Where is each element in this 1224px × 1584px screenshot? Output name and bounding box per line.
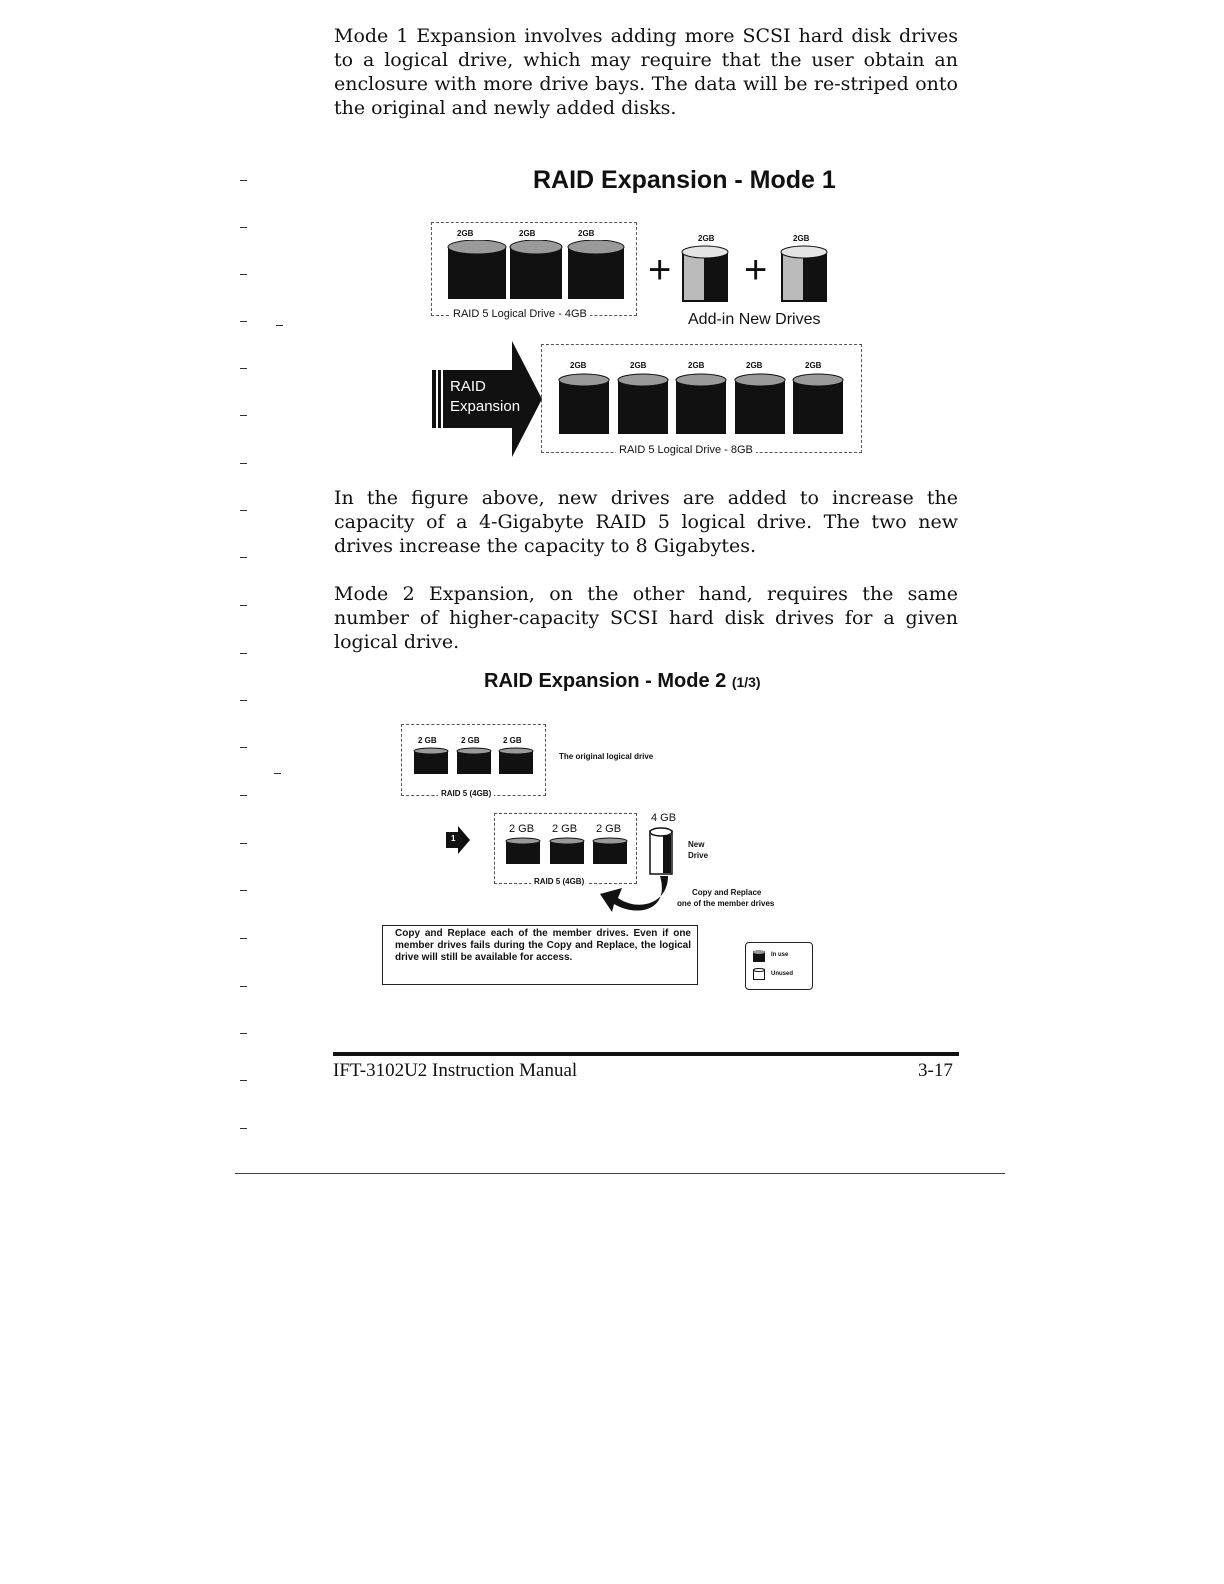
new-hard-drive-icon <box>780 245 828 303</box>
legend-in-use-label: In use <box>771 952 788 958</box>
drive-size-label: 2 GB <box>461 736 480 745</box>
expanded-drive-caption: RAID 5 Logical Drive - 8GB <box>616 444 756 456</box>
raid-caption: RAID 5 (4GB) <box>438 789 494 798</box>
new-hard-drive-icon <box>681 245 729 303</box>
copy-note-line2: one of the member drives <box>677 899 774 908</box>
drive-size-label: 2 GB <box>509 823 534 835</box>
drive-size-label: 2GB <box>630 361 646 370</box>
footer-page-number: 3-17 <box>918 1060 953 1082</box>
hard-drive-icon <box>617 373 669 435</box>
unused-icon <box>753 968 765 980</box>
curved-arrow-icon <box>598 874 670 912</box>
original-drive-caption: RAID 5 Logical Drive - 4GB <box>450 308 590 320</box>
drive-size-label: 2GB <box>519 229 535 238</box>
hard-drive-icon <box>558 373 610 435</box>
margin-mark <box>240 415 247 416</box>
arrow-label-line1: RAID <box>450 378 486 395</box>
drive-size-label: 2GB <box>688 361 704 370</box>
drive-size-label: 2 GB <box>503 736 522 745</box>
plus-icon: + <box>648 250 671 290</box>
hard-drive-icon <box>792 373 844 435</box>
margin-mark <box>240 180 247 181</box>
margin-mark <box>240 463 247 464</box>
paragraph-mode1-intro: Mode 1 Expansion involves adding more SC… <box>334 24 958 120</box>
drive-size-label: 2GB <box>570 361 586 370</box>
drive-size-label: 2 GB <box>552 823 577 835</box>
step-arrow-icon <box>446 826 470 854</box>
margin-mark <box>240 700 247 701</box>
drive-size-label: 2GB <box>457 229 473 238</box>
margin-mark <box>274 773 281 774</box>
drive-size-label: 2GB <box>805 361 821 370</box>
margin-mark <box>240 795 247 796</box>
hard-drive-icon <box>413 747 449 775</box>
margin-mark <box>240 1128 247 1129</box>
margin-mark <box>240 1033 247 1034</box>
original-drive-note: The original logical drive <box>559 752 653 761</box>
hard-drive-icon <box>592 837 628 865</box>
paragraph-mode1-explain: In the figure above, new drives are adde… <box>334 486 958 558</box>
raid-caption: RAID 5 (4GB) <box>531 877 587 886</box>
drive-size-label: 2 GB <box>418 736 437 745</box>
addin-caption: Add-in New Drives <box>688 311 820 329</box>
margin-mark <box>240 274 247 275</box>
drive-size-label: 2GB <box>746 361 762 370</box>
margin-mark <box>240 938 247 939</box>
hard-drive-icon <box>498 747 534 775</box>
hard-drive-icon <box>734 373 786 435</box>
margin-mark <box>240 986 247 987</box>
margin-mark <box>240 321 247 322</box>
copy-note-line1: Copy and Replace <box>692 888 761 897</box>
legend-unused-label: Unused <box>771 971 793 977</box>
new-drive-label: New <box>688 840 704 849</box>
margin-mark <box>240 1080 247 1081</box>
hard-drive-icon <box>456 747 492 775</box>
figure2-title: RAID Expansion - Mode 2 (1/3) <box>484 670 761 693</box>
drive-size-label: 2 GB <box>596 823 621 835</box>
margin-mark <box>240 510 247 511</box>
figure2-title-suffix: (1/3) <box>732 674 761 690</box>
hard-drive-icon <box>675 373 727 435</box>
new-drive-size: 4 GB <box>651 812 676 824</box>
unused-drive-icon <box>649 827 673 875</box>
margin-mark <box>240 227 247 228</box>
figure1-title: RAID Expansion - Mode 1 <box>533 166 836 195</box>
margin-mark <box>240 605 247 606</box>
hard-drive-icon <box>505 837 541 865</box>
drive-size-label: 2GB <box>578 229 594 238</box>
margin-mark <box>240 653 247 654</box>
hard-drive-icon <box>549 837 585 865</box>
step-number: 1 <box>451 834 455 843</box>
margin-mark <box>240 557 247 558</box>
hard-drive-icon <box>447 240 507 300</box>
drive-size-label: 2GB <box>698 234 714 243</box>
margin-mark <box>240 747 247 748</box>
footer-rule <box>333 1052 959 1056</box>
margin-mark <box>240 843 247 844</box>
new-drive-label: Drive <box>688 851 708 860</box>
margin-mark <box>240 368 247 369</box>
in-use-icon <box>753 950 765 962</box>
hard-drive-icon <box>509 240 563 300</box>
hard-drive-icon <box>567 240 625 300</box>
margin-mark <box>276 325 283 326</box>
scan-edge-line <box>235 1173 1005 1174</box>
drive-size-label: 2GB <box>793 234 809 243</box>
paragraph-mode2-intro: Mode 2 Expansion, on the other hand, req… <box>334 582 958 654</box>
footer-manual-title: IFT-3102U2 Instruction Manual <box>333 1060 577 1082</box>
arrow-label-line2: Expansion <box>450 398 520 415</box>
copy-replace-note: Copy and Replace each of the member driv… <box>382 925 698 985</box>
plus-icon: + <box>744 250 767 290</box>
figure2-title-text: RAID Expansion - Mode 2 <box>484 670 726 692</box>
margin-mark <box>240 890 247 891</box>
